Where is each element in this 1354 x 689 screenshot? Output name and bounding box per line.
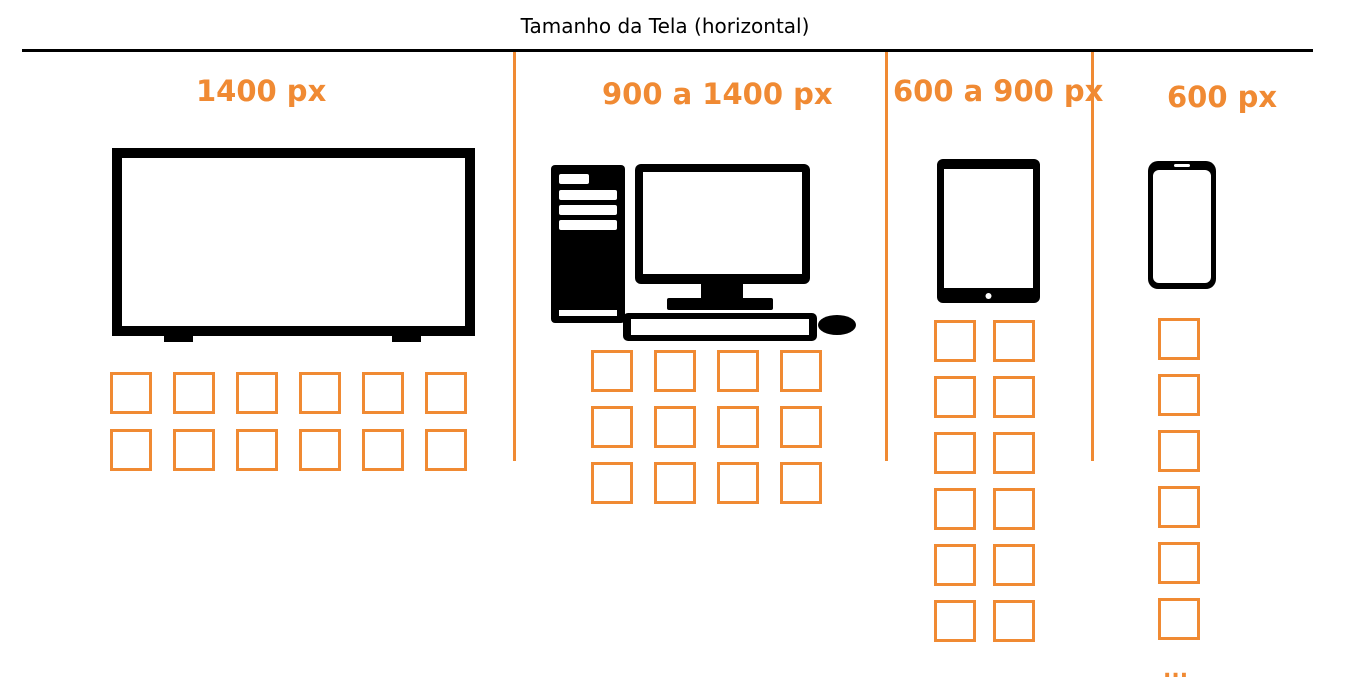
grid-cell — [654, 462, 696, 504]
grid-cell — [654, 406, 696, 448]
grid-cell — [934, 488, 976, 530]
grid-cell — [236, 372, 278, 414]
grid-cell — [993, 376, 1035, 418]
grid-cell — [717, 462, 759, 504]
grid-cell — [1158, 598, 1200, 640]
grid-cell — [236, 429, 278, 471]
grid-cell — [993, 320, 1035, 362]
grid-cell — [173, 372, 215, 414]
desktop-computer-icon — [551, 164, 856, 341]
grid-cell — [717, 406, 759, 448]
section-divider-2 — [885, 52, 888, 461]
grid-cell — [362, 372, 404, 414]
section-divider-3 — [1091, 52, 1094, 461]
grid-cell — [993, 600, 1035, 642]
grid-cell — [591, 350, 633, 392]
grid-cell — [993, 544, 1035, 586]
widescreen-monitor-icon — [112, 148, 475, 342]
section-label-1400: 1400 px — [196, 74, 327, 108]
grid-cell — [362, 429, 404, 471]
section-label-600: 600 px — [1167, 80, 1278, 114]
grid-cell — [1158, 374, 1200, 416]
title-rule — [22, 49, 1313, 52]
grid-cell — [717, 350, 759, 392]
grid-cell — [934, 320, 976, 362]
grid-cell — [425, 429, 467, 471]
grid-cell — [591, 406, 633, 448]
grid-cell — [1158, 542, 1200, 584]
page-title: Tamanho da Tela (horizontal) — [520, 14, 810, 38]
grid-cell — [993, 432, 1035, 474]
grid-cell — [780, 350, 822, 392]
grid-cell — [1158, 486, 1200, 528]
grid-cell — [591, 462, 633, 504]
grid-cell — [1158, 318, 1200, 360]
section-label-600-900: 600 a 900 px — [893, 74, 1104, 108]
section-divider-1 — [513, 52, 516, 461]
grid-cell — [1158, 430, 1200, 472]
smartphone-icon — [1148, 161, 1216, 289]
grid-cell — [299, 372, 341, 414]
grid-cell — [934, 544, 976, 586]
tablet-icon — [937, 159, 1040, 303]
section-label-900-1400: 900 a 1400 px — [602, 77, 833, 111]
grid-cell — [425, 372, 467, 414]
grid-cell — [934, 600, 976, 642]
grid-cell — [110, 372, 152, 414]
continuation-ellipsis: ... — [1163, 658, 1189, 683]
grid-cell — [299, 429, 341, 471]
grid-cell — [173, 429, 215, 471]
grid-cell — [780, 462, 822, 504]
grid-cell — [110, 429, 152, 471]
grid-cell — [934, 376, 976, 418]
grid-cell — [934, 432, 976, 474]
grid-cell — [993, 488, 1035, 530]
grid-cell — [780, 406, 822, 448]
grid-cell — [654, 350, 696, 392]
